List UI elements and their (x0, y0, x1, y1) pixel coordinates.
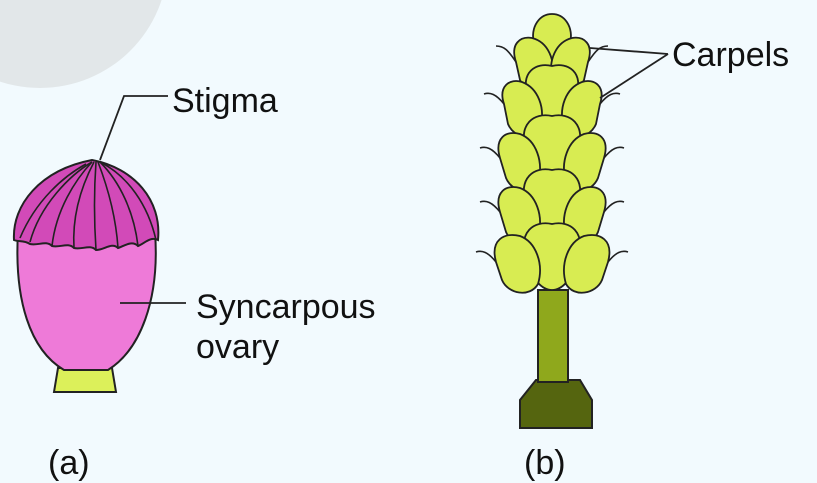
background-circle (0, 0, 168, 88)
pistil-base (54, 368, 116, 392)
stigma-label: Stigma (172, 82, 278, 120)
stigma-leader-line (100, 96, 168, 160)
stalk (538, 290, 568, 382)
carpels-label: Carpels (672, 36, 789, 74)
receptacle-base (520, 380, 592, 428)
ovary-label: ovary (196, 328, 279, 366)
caption-b: (b) (524, 444, 566, 482)
syncarpous-pistil (14, 160, 158, 392)
ovary-body (17, 232, 155, 370)
syncarpous-label: Syncarpous (196, 288, 376, 326)
carpels-leader-line-lower (600, 54, 668, 98)
apocarpous-pistil (476, 14, 628, 428)
caption-a: (a) (48, 444, 90, 482)
carpels-leader-line-upper (590, 48, 668, 54)
